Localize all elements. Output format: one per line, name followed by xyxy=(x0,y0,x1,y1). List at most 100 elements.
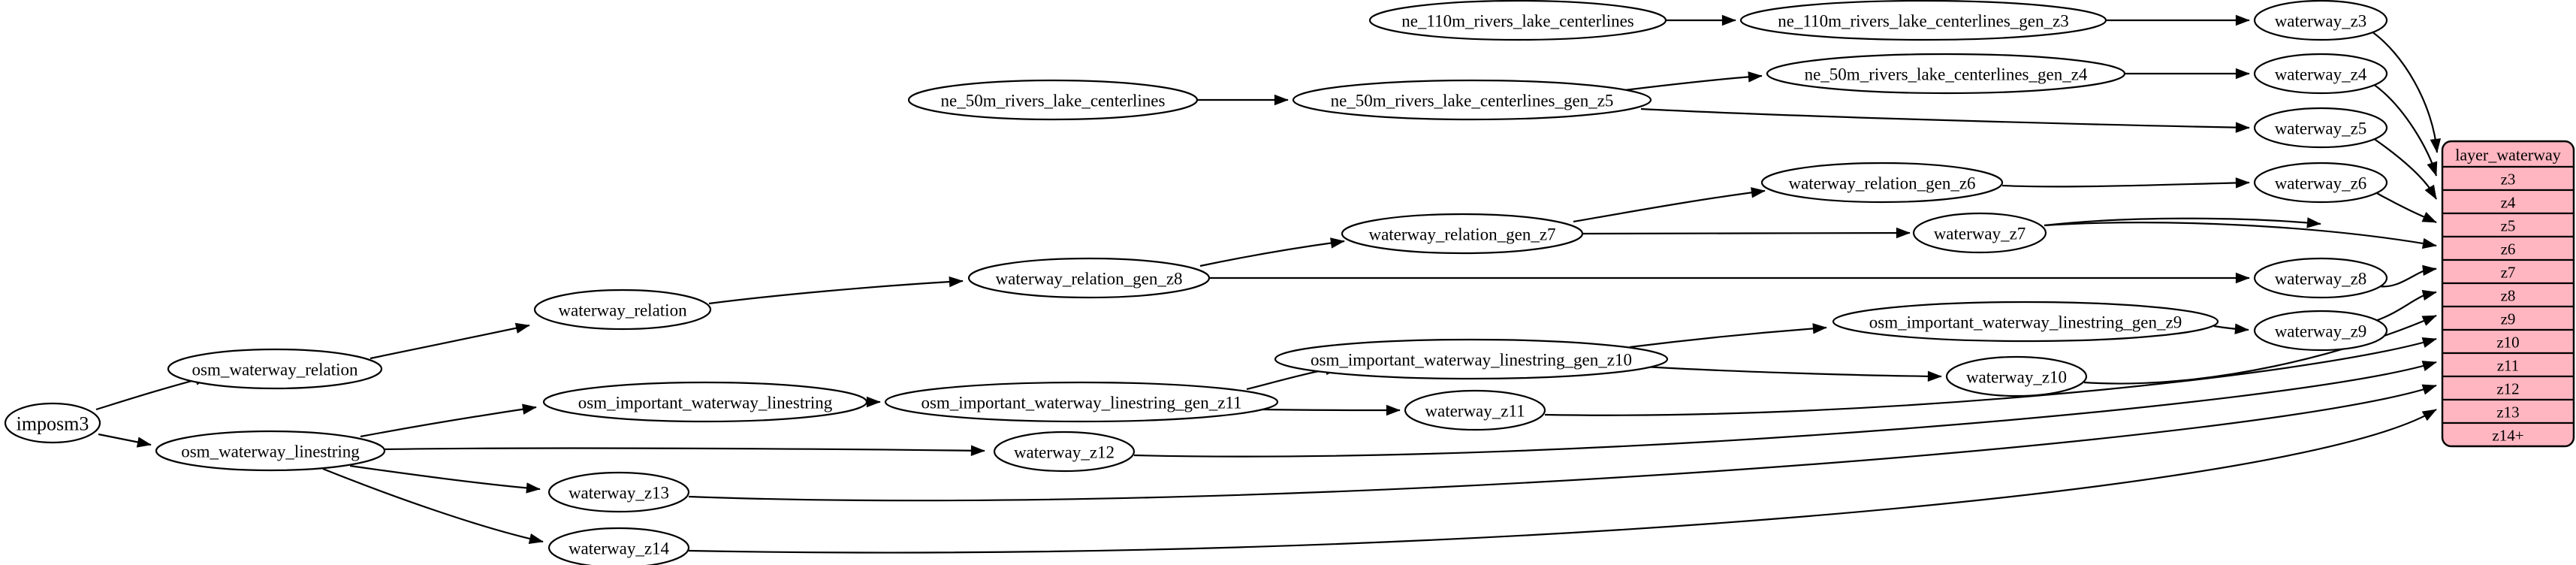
legend-row-label-z13: z13 xyxy=(2496,403,2519,421)
legend-row-label-z5: z5 xyxy=(2501,217,2516,235)
edge-arrowhead xyxy=(2421,361,2437,371)
graph-node-waterway_z11[interactable]: waterway_z11 xyxy=(1404,389,1546,431)
edge-arrowhead xyxy=(1721,14,1736,26)
node-ellipse xyxy=(2253,0,2388,41)
node-ellipse xyxy=(967,257,1211,299)
legend-row-z5[interactable] xyxy=(2442,212,2574,238)
graph-node-imposm3[interactable]: imposm3 xyxy=(4,402,101,444)
node-ellipse xyxy=(4,402,101,444)
node-ellipse xyxy=(547,527,690,565)
graph-node-waterway_z7[interactable]: waterway_z7 xyxy=(1912,212,2047,254)
node-label: ne_110m_rivers_lake_centerlines xyxy=(1401,12,1634,31)
node-label: waterway_z3 xyxy=(2275,12,2367,31)
graph-node-waterway_z5[interactable]: waterway_z5 xyxy=(2253,107,2388,149)
node-ellipse xyxy=(533,289,712,331)
edge-arrowhead xyxy=(1812,323,1827,334)
node-label: waterway_z10 xyxy=(1966,368,2067,387)
legend-edge-waterway_z10 xyxy=(2083,314,2437,385)
graph-node-waterway_relation_gen_z6[interactable]: waterway_relation_gen_z6 xyxy=(1760,162,2004,204)
legend-edge-waterway_z14 xyxy=(688,409,2437,554)
edge-waterway_relation_gen_z6-to-waterway_z6 xyxy=(2001,181,2250,188)
node-label: osm_important_waterway_linestring_gen_z1… xyxy=(1311,351,1632,370)
graph-node-waterway_z10[interactable]: waterway_z10 xyxy=(1945,355,2088,397)
edge-arrowhead xyxy=(949,276,964,288)
legend-edge-waterway_z13 xyxy=(688,384,2437,502)
legend-row-label-z12: z12 xyxy=(2496,380,2519,398)
graph-node-osm_waterway_linestring[interactable]: osm_waterway_linestring xyxy=(155,430,386,472)
edge-waterway_relation_gen_z8-to-waterway_relation_gen_z7 xyxy=(1199,240,1345,267)
node-label: imposm3 xyxy=(17,413,89,435)
node-label: ne_110m_rivers_lake_centerlines_gen_z3 xyxy=(1778,12,2068,31)
graph-node-waterway_z12[interactable]: waterway_z12 xyxy=(993,431,1136,473)
graph-node-waterway_z9[interactable]: waterway_z9 xyxy=(2253,310,2388,352)
legend-row-label-z9: z9 xyxy=(2501,310,2516,328)
legend-edge-waterway_z7 xyxy=(2044,222,2437,247)
legend-row-label-z10: z10 xyxy=(2496,334,2519,352)
graph-node-ne_50m_rivers_lake_centerlines_gen_z4[interactable]: ne_50m_rivers_lake_centerlines_gen_z4 xyxy=(1766,53,2126,95)
edge-osm_waterway_linestring-to-osm_important_waterway_linestring xyxy=(360,406,537,438)
edge-arrowhead xyxy=(2421,337,2437,348)
legend-row-z14+[interactable] xyxy=(2442,421,2574,446)
legend-row-label-z3: z3 xyxy=(2501,171,2516,189)
node-label: waterway_z8 xyxy=(2275,270,2367,289)
graph-node-osm_important_waterway_linestring_gen_z11[interactable]: osm_important_waterway_linestring_gen_z1… xyxy=(884,381,1279,423)
graph-node-ne_50m_rivers_lake_centerlines_gen_z5[interactable]: ne_50m_rivers_lake_centerlines_gen_z5 xyxy=(1292,79,1652,121)
node-label: ne_50m_rivers_lake_centerlines xyxy=(941,92,1166,110)
node-label: waterway_relation_gen_z6 xyxy=(1788,174,1975,193)
edge-arrowhead xyxy=(2306,217,2321,228)
node-label: osm_important_waterway_linestring xyxy=(578,394,833,412)
edge-arrowhead xyxy=(2430,138,2442,153)
graph-node-waterway_relation_gen_z8[interactable]: waterway_relation_gen_z8 xyxy=(967,257,1211,299)
edge-osm_waterway_linestring-to-waterway_z13 xyxy=(349,464,541,491)
graph-node-osm_important_waterway_linestring[interactable]: osm_important_waterway_linestring xyxy=(542,381,868,423)
edge-arrowhead xyxy=(514,322,530,334)
edge-waterway_relation-to-waterway_relation_gen_z8 xyxy=(708,279,964,305)
edge-arrowhead xyxy=(2421,212,2437,223)
edge-osm_waterway_linestring-to-waterway_z12 xyxy=(383,447,985,452)
edge-ne_50m_rivers_lake_centerlines_gen_z5-to-waterway_z5 xyxy=(1640,107,2250,129)
graph-node-waterway_z13[interactable]: waterway_z13 xyxy=(547,471,690,513)
graph-node-ne_110m_rivers_lake_centerlines[interactable]: ne_110m_rivers_lake_centerlines xyxy=(1368,0,1667,41)
legend-edges-layer xyxy=(688,29,2442,554)
graph-node-waterway_relation[interactable]: waterway_relation xyxy=(533,289,712,331)
legend-edge-waterway_z3 xyxy=(2369,29,2439,153)
edge-arrowhead xyxy=(2421,384,2437,395)
graph-node-waterway_z4[interactable]: waterway_z4 xyxy=(2253,53,2388,95)
node-ellipse xyxy=(1292,79,1652,121)
graph-node-waterway_z3[interactable]: waterway_z3 xyxy=(2253,0,2388,41)
edge-arrowhead xyxy=(970,445,985,456)
edge-arrowhead xyxy=(526,482,541,494)
legend-edge-waterway_z11 xyxy=(1544,337,2437,416)
graph-node-ne_50m_rivers_lake_centerlines[interactable]: ne_50m_rivers_lake_centerlines xyxy=(907,79,1199,121)
graph-node-waterway_z8[interactable]: waterway_z8 xyxy=(2253,257,2388,299)
edge-arrowhead xyxy=(2421,409,2437,421)
edge-arrowhead xyxy=(1274,94,1289,106)
edge-arrowhead xyxy=(1330,237,1345,249)
graph-node-ne_110m_rivers_lake_centerlines_gen_z3[interactable]: ne_110m_rivers_lake_centerlines_gen_z3 xyxy=(1739,0,2107,41)
edge-arrowhead xyxy=(2422,264,2437,276)
graph-node-osm_waterway_relation[interactable]: osm_waterway_relation xyxy=(167,348,383,390)
node-label: osm_important_waterway_linestring_gen_z1… xyxy=(921,394,1241,412)
legend-edge-waterway_z12 xyxy=(1133,361,2437,458)
graph-node-waterway_z14[interactable]: waterway_z14 xyxy=(547,527,690,565)
legend-row-z11[interactable] xyxy=(2442,352,2574,378)
node-ellipse xyxy=(2253,310,2388,352)
legend-row-label-z6: z6 xyxy=(2501,240,2516,258)
legend-table[interactable]: layer_waterwayz3z4z5z6z7z8z9z10z11z12z13… xyxy=(2441,140,2575,448)
legend-row-z9[interactable] xyxy=(2442,305,2574,331)
edge-osm_waterway_relation-to-waterway_relation xyxy=(370,324,530,360)
legend-row-z6[interactable] xyxy=(2442,235,2574,261)
graph-node-waterway_relation_gen_z7[interactable]: waterway_relation_gen_z7 xyxy=(1341,213,1584,255)
node-ellipse xyxy=(993,431,1136,473)
graph-node-osm_important_waterway_linestring_gen_z9[interactable]: osm_important_waterway_linestring_gen_z9 xyxy=(1832,301,2219,343)
graph-node-osm_important_waterway_linestring_gen_z10[interactable]: osm_important_waterway_linestring_gen_z1… xyxy=(1274,338,1669,380)
edge-waterway_relation_gen_z7-to-waterway_relation_gen_z6 xyxy=(1573,189,1766,223)
edge-arrowhead xyxy=(2234,323,2249,334)
edge-arrowhead xyxy=(2421,237,2437,249)
node-ellipse xyxy=(1912,212,2047,254)
node-label: ne_50m_rivers_lake_centerlines_gen_z4 xyxy=(1805,65,2088,84)
graph-node-waterway_z6[interactable]: waterway_z6 xyxy=(2253,162,2388,204)
legend-row-z3[interactable] xyxy=(2442,165,2574,192)
node-label: waterway_z6 xyxy=(2275,174,2367,193)
